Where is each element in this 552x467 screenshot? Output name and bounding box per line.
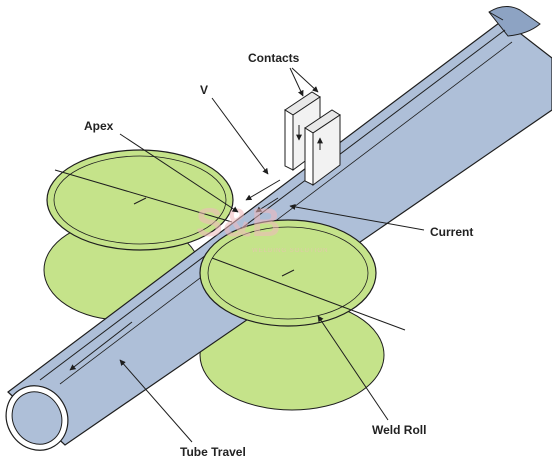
- right-roll-axis: [211, 257, 406, 331]
- label-weld-roll: Weld Roll: [372, 423, 426, 437]
- tube-arrow-1: [69, 321, 133, 371]
- label-contacts: Contacts: [248, 51, 300, 65]
- label-v: V: [200, 83, 208, 97]
- label-current: Current: [430, 225, 473, 239]
- vee-arrow-1: [245, 179, 281, 201]
- current-leader: [289, 203, 425, 231]
- contacts-leader-1: [289, 67, 304, 97]
- weld-roll-leader: [317, 315, 389, 421]
- apex-leader: [119, 133, 239, 213]
- v-leader: [211, 97, 269, 175]
- left-roll-axis: [54, 169, 233, 223]
- contacts: [284, 91, 341, 186]
- left-weld-roll: [46, 149, 234, 251]
- contacts-leader-2: [291, 67, 319, 93]
- label-tube-travel: Tube Travel: [180, 445, 246, 459]
- watermark-tagline: WELDING SOLUTION: [252, 248, 328, 254]
- watermark-brand: S&B: [196, 201, 280, 245]
- tube-travel-leader: [119, 359, 193, 443]
- label-apex: Apex: [84, 119, 114, 133]
- right-weld-roll: [199, 219, 377, 327]
- vee-arrow-2: [255, 197, 279, 213]
